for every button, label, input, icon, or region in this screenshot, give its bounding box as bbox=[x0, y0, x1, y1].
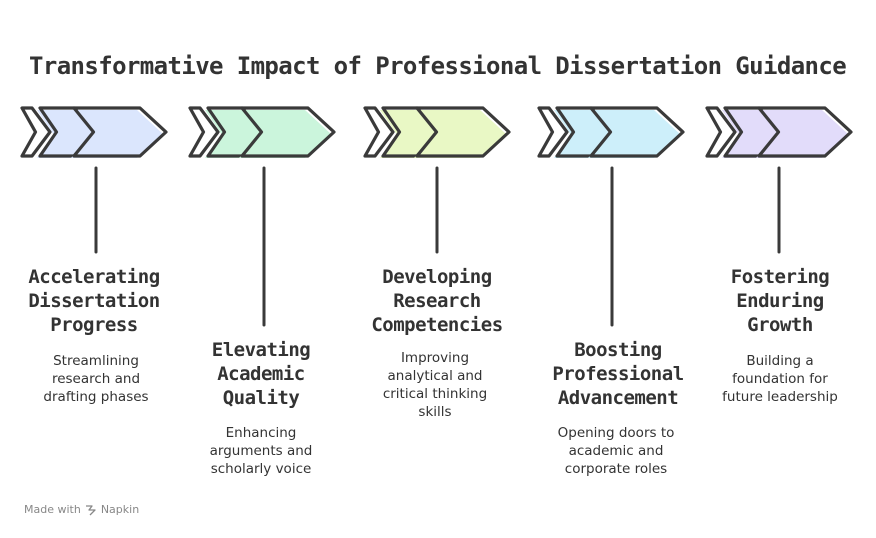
step-4-title: Boosting Professional Advancement bbox=[528, 338, 708, 410]
step-3-desc-line-3: critical thinking bbox=[382, 386, 488, 402]
step-3-desc-line-1: Improving bbox=[400, 350, 470, 366]
step-3-title-line-2: Research bbox=[393, 290, 481, 312]
chevron-group-4 bbox=[537, 106, 685, 158]
chevron-group-3 bbox=[363, 106, 511, 158]
step-4-title-line-3: Advancement bbox=[557, 387, 679, 409]
step-4-description: Opening doors to academic and corporate … bbox=[531, 424, 701, 478]
chevron-outline-5-3 bbox=[757, 106, 853, 158]
step-1-title: Accelerating Dissertation Progress bbox=[4, 265, 184, 337]
step-3-desc-line-2: analytical and bbox=[387, 368, 483, 384]
step-3-description: Improving analytical and critical thinki… bbox=[350, 349, 520, 421]
chevron-outline-2-3 bbox=[240, 106, 336, 158]
step-5-description: Building a foundation for future leaders… bbox=[695, 352, 865, 406]
napkin-logo-icon bbox=[85, 504, 96, 515]
chevron-fill-4-2 bbox=[588, 110, 680, 158]
chevron-outline-4-1 bbox=[537, 106, 569, 158]
step-3-title-line-3: Competencies bbox=[371, 314, 503, 336]
step-4-desc-line-1: Opening doors to bbox=[557, 425, 675, 441]
made-with-label: Made with bbox=[24, 503, 81, 516]
step-2-desc-line-1: Enhancing bbox=[225, 425, 297, 441]
step-2-desc-line-3: scholarly voice bbox=[210, 461, 312, 477]
chevron-outline-1-1 bbox=[20, 106, 52, 158]
chevron-group-1 bbox=[20, 106, 168, 158]
step-5-title: Fostering Enduring Growth bbox=[690, 265, 870, 337]
step-1-title-line-1: Accelerating bbox=[28, 266, 160, 288]
footer-attribution: Made with Napkin bbox=[24, 503, 139, 516]
step-5-desc-line-2: foundation for bbox=[732, 371, 828, 387]
step-2-description: Enhancing arguments and scholarly voice bbox=[176, 424, 346, 478]
step-1-desc-line-3: drafting phases bbox=[43, 389, 149, 405]
chevron-outline-4-3 bbox=[589, 106, 685, 158]
chevron-outline-5-1 bbox=[705, 106, 737, 158]
step-5-title-line-3: Growth bbox=[747, 314, 813, 336]
step-1-desc-line-1: Streamlining bbox=[53, 353, 139, 369]
step-3-title: Developing Research Competencies bbox=[347, 265, 527, 337]
step-4-title-line-1: Boosting bbox=[574, 339, 662, 361]
napkin-brand-label: Napkin bbox=[100, 503, 140, 516]
chevron-outline-3-1 bbox=[363, 106, 395, 158]
chevron-outline-3-3 bbox=[415, 106, 511, 158]
chevron-outline-1-3 bbox=[72, 106, 168, 158]
step-5-title-line-1: Fostering bbox=[730, 266, 830, 288]
step-4-desc-line-2: academic and bbox=[568, 443, 664, 459]
chevron-outline-2-1 bbox=[188, 106, 220, 158]
step-5-title-line-2: Enduring bbox=[736, 290, 824, 312]
step-2-title-line-3: Quality bbox=[222, 387, 300, 409]
step-5-desc-line-3: future leadership bbox=[722, 389, 838, 405]
chevron-fill-1-2 bbox=[71, 110, 163, 158]
step-4-title-line-2: Professional bbox=[552, 363, 684, 385]
chevron-fill-2-2 bbox=[239, 110, 331, 158]
step-2-title-line-1: Elevating bbox=[211, 339, 311, 361]
step-1-title-line-3: Progress bbox=[50, 314, 138, 336]
chevron-group-5 bbox=[705, 106, 853, 158]
diagram-title: Transformative Impact of Professional Di… bbox=[29, 52, 847, 80]
chevron-fill-5-2 bbox=[756, 110, 848, 158]
step-5-desc-line-1: Building a bbox=[746, 353, 814, 369]
step-1-description: Streamlining research and drafting phase… bbox=[11, 352, 181, 406]
chevron-group-2 bbox=[188, 106, 336, 158]
step-3-title-line-1: Developing bbox=[382, 266, 492, 288]
step-2-title-line-2: Academic bbox=[217, 363, 305, 385]
step-1-title-line-2: Dissertation bbox=[28, 290, 160, 312]
step-3-desc-line-4: skills bbox=[418, 404, 452, 420]
chevron-fill-3-2 bbox=[414, 110, 506, 158]
step-2-title: Elevating Academic Quality bbox=[171, 338, 351, 410]
step-1-desc-line-2: research and bbox=[51, 371, 141, 387]
step-2-desc-line-2: arguments and bbox=[209, 443, 313, 459]
step-4-desc-line-3: corporate roles bbox=[564, 461, 668, 477]
